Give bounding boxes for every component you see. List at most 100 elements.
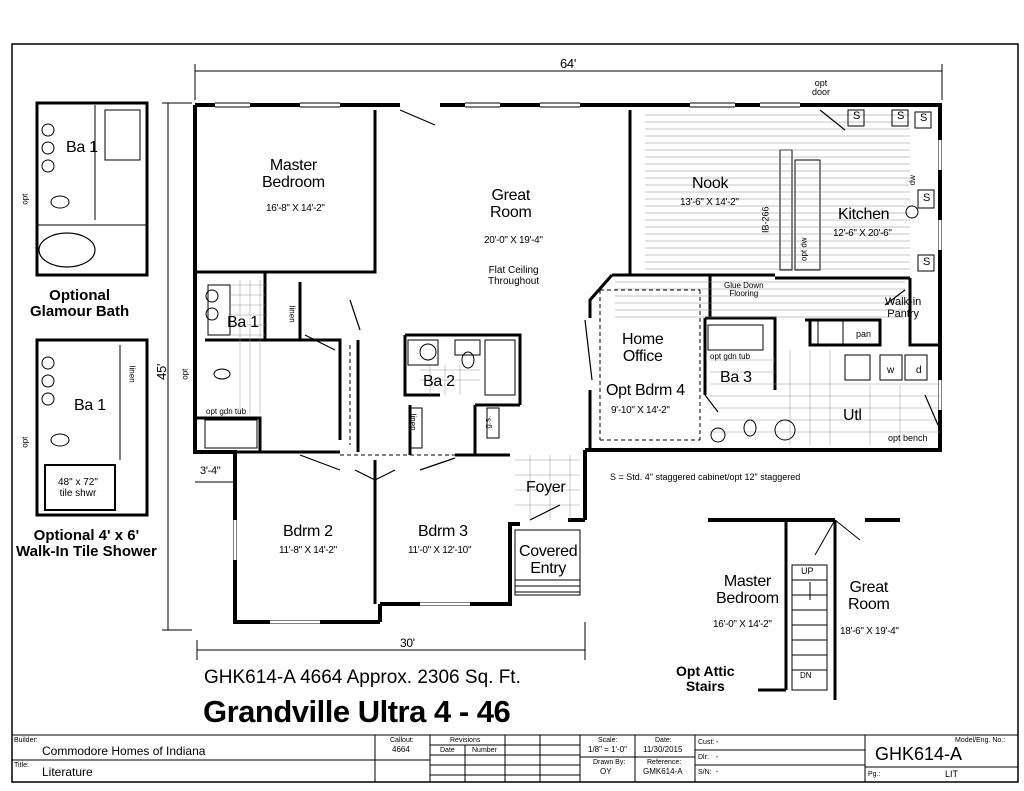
dlr-value: - <box>716 754 719 761</box>
cabinet-s-1: S <box>853 110 861 122</box>
cust-value: - <box>716 739 719 746</box>
attic-master-size: 16'-0" X 14'-2" <box>713 619 772 630</box>
callout-value: 4664 <box>392 745 410 754</box>
door-swings <box>299 109 939 521</box>
attic-master-name: Master Bedroom <box>716 573 779 607</box>
date-col-label: Date <box>440 747 455 754</box>
pg-label: Pg.: <box>868 771 881 778</box>
nook-name: Nook <box>692 175 729 192</box>
home-office-name: Home Office <box>622 331 664 365</box>
kitchen-name: Kitchen <box>838 206 890 223</box>
cabinet-boxes <box>847 109 935 272</box>
foyer-name: Foyer <box>526 479 566 496</box>
walkin-shower-inset <box>35 338 149 517</box>
utl-name: Utl <box>843 407 862 424</box>
shower-ba1: Ba 1 <box>74 397 106 414</box>
title-label: Title: <box>14 762 29 769</box>
shower-linen: linen <box>127 365 137 383</box>
cabinet-s-4: S <box>923 192 931 204</box>
reference-label: Reference: <box>647 759 682 766</box>
dim-45: 45' <box>154 363 170 380</box>
model-code-line: GHK614-A 4664 Approx. 2306 Sq. Ft. <box>204 667 521 688</box>
ib-label: IB-266 <box>760 206 771 233</box>
covered-entry-name: Covered Entry <box>519 543 578 577</box>
windows <box>215 103 942 624</box>
cabinet-s-3: S <box>920 112 928 124</box>
dim-30: 30' <box>400 636 415 650</box>
date-value: 11/30/2015 <box>643 745 683 754</box>
dw-label: dw <box>907 175 917 186</box>
cabinet-s-2: S <box>897 110 905 122</box>
opt-label-master: opt <box>180 368 190 380</box>
kitchen-size: 12'-6" X 20'-6" <box>833 228 892 239</box>
stagger-note: S = Std. 4" staggered cabinet/opt 12" st… <box>610 472 801 482</box>
builder-label: Builder: <box>14 737 38 744</box>
glamour-bath-inset <box>35 101 149 277</box>
ba3-name: Ba 3 <box>720 369 752 386</box>
glue-down-label: Glue Down Flooring <box>724 281 764 299</box>
dim-64: 64' <box>560 56 577 71</box>
number-col-label: Number <box>472 747 497 754</box>
attic-stairs-drawing <box>708 518 900 700</box>
bdrm2-name: Bdrm 2 <box>283 523 333 540</box>
walk-in-pantry-name: Walk-in Pantry <box>885 296 922 320</box>
shower-opt: opt <box>20 436 30 448</box>
callout-label: Callout: <box>390 737 414 744</box>
entry-steps <box>514 529 581 596</box>
date-label: Date: <box>655 737 672 744</box>
drawn-value: OY <box>600 767 612 776</box>
pg-value: LIT <box>945 769 959 779</box>
bdrm3-name: Bdrm 3 <box>418 523 468 540</box>
model-no-label: Model/Eng. No.: <box>955 737 1006 744</box>
home-office-opt: Opt Bdrm 4 <box>606 382 685 399</box>
home-office-size: 9'-10" X 14'-2" <box>611 405 670 416</box>
great-room-size: 20'-0" X 19'-4" <box>484 235 543 246</box>
sn-label: S/N: <box>698 769 712 776</box>
attic-great-name: Great Room <box>848 579 890 613</box>
builder-value: Commodore Homes of Indiana <box>42 744 206 758</box>
dim-3-4: 3'-4" <box>200 465 221 477</box>
dimension-lines <box>162 64 943 660</box>
washer-label: w <box>887 365 895 376</box>
ba2-name: Ba 2 <box>423 373 455 390</box>
title-value: Literature <box>42 765 93 779</box>
reference-value: GMK614-A <box>643 767 683 776</box>
attic-great-size: 18'-6" X 19'-4" <box>840 626 899 637</box>
linen-label-master: linen <box>287 305 297 323</box>
dashed-lines <box>340 289 701 456</box>
revisions-label: Revisions <box>450 737 481 744</box>
gs-label: g.s. <box>483 415 493 429</box>
scale-label: Scale: <box>598 737 618 744</box>
flooring-lines <box>615 114 910 318</box>
dryer-label: d <box>916 365 922 376</box>
master-bedroom-size: 16'-8" X 14'-2" <box>266 203 325 214</box>
opt-gdn-tub-master: opt gdn tub <box>206 407 247 416</box>
attic-up-label: UP <box>801 566 814 576</box>
glamour-ba1: Ba 1 <box>66 139 98 156</box>
model-no-value: GHK614-A <box>875 744 963 764</box>
linen-label-hall: linen <box>408 413 418 431</box>
dlr-label: Dlr: <box>698 754 709 761</box>
title-block-grid <box>12 734 1018 782</box>
nook-size: 13'-6" X 14'-2" <box>680 197 739 208</box>
sn-value: - <box>716 769 719 776</box>
glamour-bath-title: Optional Glamour Bath <box>30 287 130 320</box>
interior-walls <box>195 110 940 604</box>
attic-title: Opt Attic Stairs <box>676 663 735 694</box>
tile-grids <box>230 280 940 520</box>
scale-value: 1/8" = 1'-0" <box>588 745 628 754</box>
master-bedroom-name: Master Bedroom <box>262 157 325 191</box>
ba1-name: Ba 1 <box>227 314 259 331</box>
attic-dn-label: DN <box>800 671 812 680</box>
model-name: Grandville Ultra 4 - 46 <box>203 694 511 729</box>
cabinet-s-5: S <box>923 256 931 268</box>
tile-shwr-label: 48" x 72" tile shwr <box>58 477 98 499</box>
opt-dw-label: opt dw <box>799 237 809 261</box>
opt-gdn-tub-ba3: opt gdn tub <box>710 352 751 361</box>
drawn-label: Drawn By: <box>593 759 626 766</box>
windows-thin <box>215 102 800 108</box>
cust-label: Cust: <box>698 739 715 746</box>
opt-bench-label: opt bench <box>888 433 928 443</box>
fixtures <box>205 205 919 443</box>
